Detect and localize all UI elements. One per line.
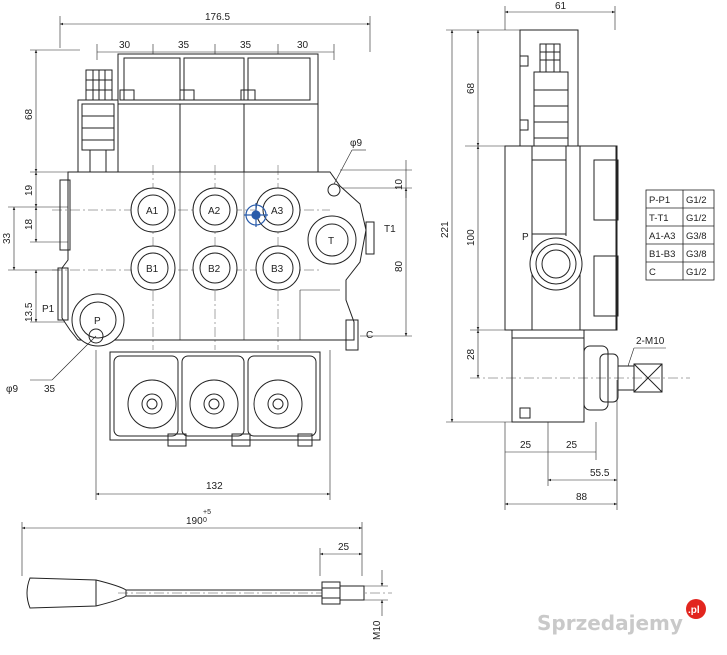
dim-18: 18 <box>24 218 35 230</box>
dim-sec1: 30 <box>119 40 131 51</box>
side-dim-25a: 25 <box>520 440 532 451</box>
table-size-3: G3/8 <box>686 231 707 242</box>
side-dim-25b: 25 <box>566 440 578 451</box>
dim-10: 10 <box>394 178 405 190</box>
lever-dim-tol-lower: 0 <box>203 517 207 524</box>
table-port-4: B1-B3 <box>649 249 675 260</box>
table-port-3: A1-A3 <box>649 231 675 242</box>
dim-hole-bottom: φ9 <box>6 384 18 395</box>
side-dim-100: 100 <box>466 229 477 246</box>
side-dim-28: 28 <box>466 348 477 360</box>
dim-overall-width: 176.5 <box>205 12 230 23</box>
side-dim-88: 88 <box>576 492 588 503</box>
watermark-text: Sprzedajemy <box>537 611 683 635</box>
side-dim-55-5: 55.5 <box>590 468 610 479</box>
table-size-2: G1/2 <box>686 213 707 224</box>
dim-19: 19 <box>24 184 35 196</box>
lever-dim-length: 190 <box>186 516 203 527</box>
port-b2: B2 <box>208 264 221 275</box>
dim-sec4: 30 <box>297 40 309 51</box>
lever-dim-25: 25 <box>338 542 350 553</box>
table-size-1: G1/2 <box>686 195 707 206</box>
dim-lever-height: 68 <box>24 108 35 120</box>
port-b3: B3 <box>271 264 284 275</box>
dim-bottom-width: 132 <box>206 481 223 492</box>
port-t1: T1 <box>384 224 396 235</box>
table-port-5: C <box>649 267 656 278</box>
port-a3: A3 <box>271 206 284 217</box>
port-a1: A1 <box>146 206 159 217</box>
table-size-5: G1/2 <box>686 267 707 278</box>
side-dim-overall-height: 221 <box>440 221 451 238</box>
side-dim-lever-height: 68 <box>466 82 477 94</box>
dim-sec2: 35 <box>178 40 190 51</box>
port-a2: A2 <box>208 206 221 217</box>
watermark: Sprzedajemy .pl <box>537 599 706 635</box>
pivot-symbol <box>244 203 268 227</box>
dim-13-5: 13.5 <box>24 302 35 322</box>
dim-35: 35 <box>44 384 56 395</box>
side-port-p: P <box>522 232 529 243</box>
port-b1: B1 <box>146 264 159 275</box>
port-p: P <box>94 316 101 327</box>
dim-33: 33 <box>2 232 13 244</box>
dim-hole-top: φ9 <box>350 138 362 149</box>
port-t: T <box>328 236 334 247</box>
lever-dim-tol-upper: +5 <box>203 509 211 516</box>
lever-dim-thread: M10 <box>372 620 383 640</box>
front-view <box>8 16 412 500</box>
port-c: C <box>366 330 373 341</box>
dim-80: 80 <box>394 260 405 272</box>
table-port-1: P-P1 <box>649 195 670 206</box>
side-view <box>446 6 690 510</box>
lever-drawing <box>21 522 392 616</box>
side-dim-thread: 2-M10 <box>636 336 665 347</box>
port-p1: P1 <box>42 304 55 315</box>
watermark-suffix: .pl <box>688 605 700 616</box>
port-table <box>645 189 715 281</box>
table-size-4: G3/8 <box>686 249 707 260</box>
dim-sec3: 35 <box>240 40 252 51</box>
watermark-dot <box>686 599 706 619</box>
side-dim-top-width: 61 <box>555 1 567 12</box>
table-port-2: T-T1 <box>649 213 669 224</box>
